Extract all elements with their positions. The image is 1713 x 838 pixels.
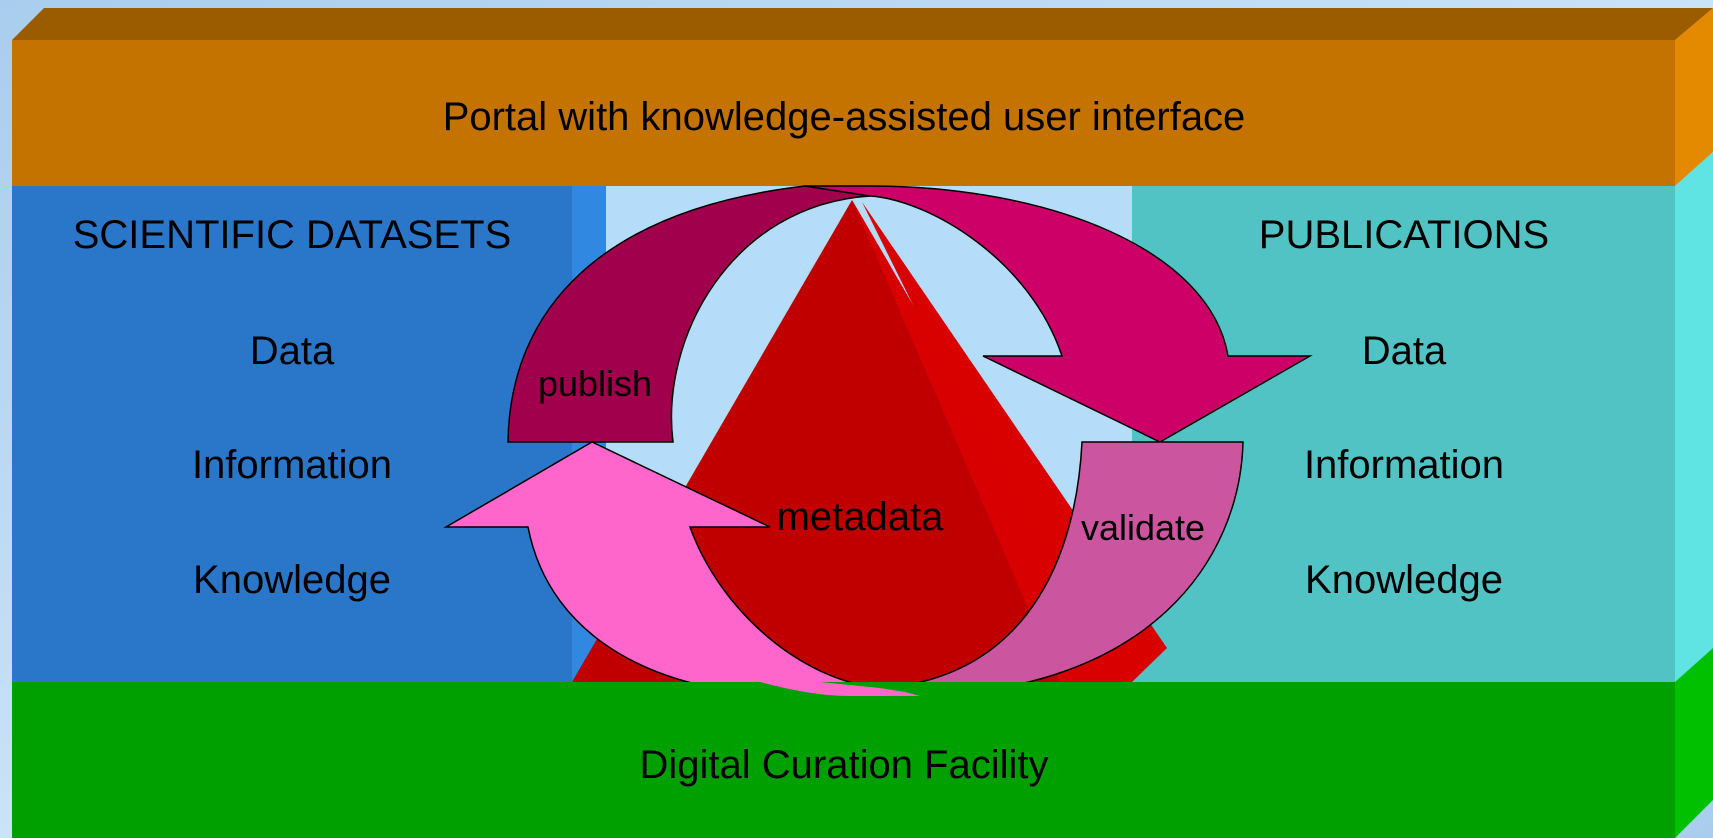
validate-label: validate [1081,507,1205,548]
bottom-left-arrow [443,441,921,697]
portal-top-face [12,8,1713,40]
portal-band [12,40,1675,186]
metadata-triangle [572,200,1132,682]
portal-label: Portal with knowledge-assisted user inte… [443,95,1246,139]
bottom-left-arrow-overlap [760,682,920,696]
metadata-label: metadata [777,495,945,539]
datasets-panel [12,186,572,682]
publications-title: PUBLICATIONS [1259,213,1549,257]
publications-item-information: Information [1304,443,1504,487]
publications-item-data: Data [1362,329,1447,373]
datasets-title: SCIENTIFIC DATASETS [73,213,512,257]
publish-label: publish [538,363,652,404]
publications-item-knowledge: Knowledge [1305,558,1503,602]
facility-band [12,682,1675,838]
portal-side-face [1675,8,1713,186]
middle-side-face [1675,152,1713,682]
facility-label: Digital Curation Facility [639,743,1048,787]
publications-panel [1132,186,1675,682]
top-right-arrow [804,185,1313,443]
datasets-item-information: Information [192,443,392,487]
facility-side-face [1675,648,1713,838]
datasets-item-data: Data [250,329,335,373]
datasets-item-knowledge: Knowledge [193,558,391,602]
